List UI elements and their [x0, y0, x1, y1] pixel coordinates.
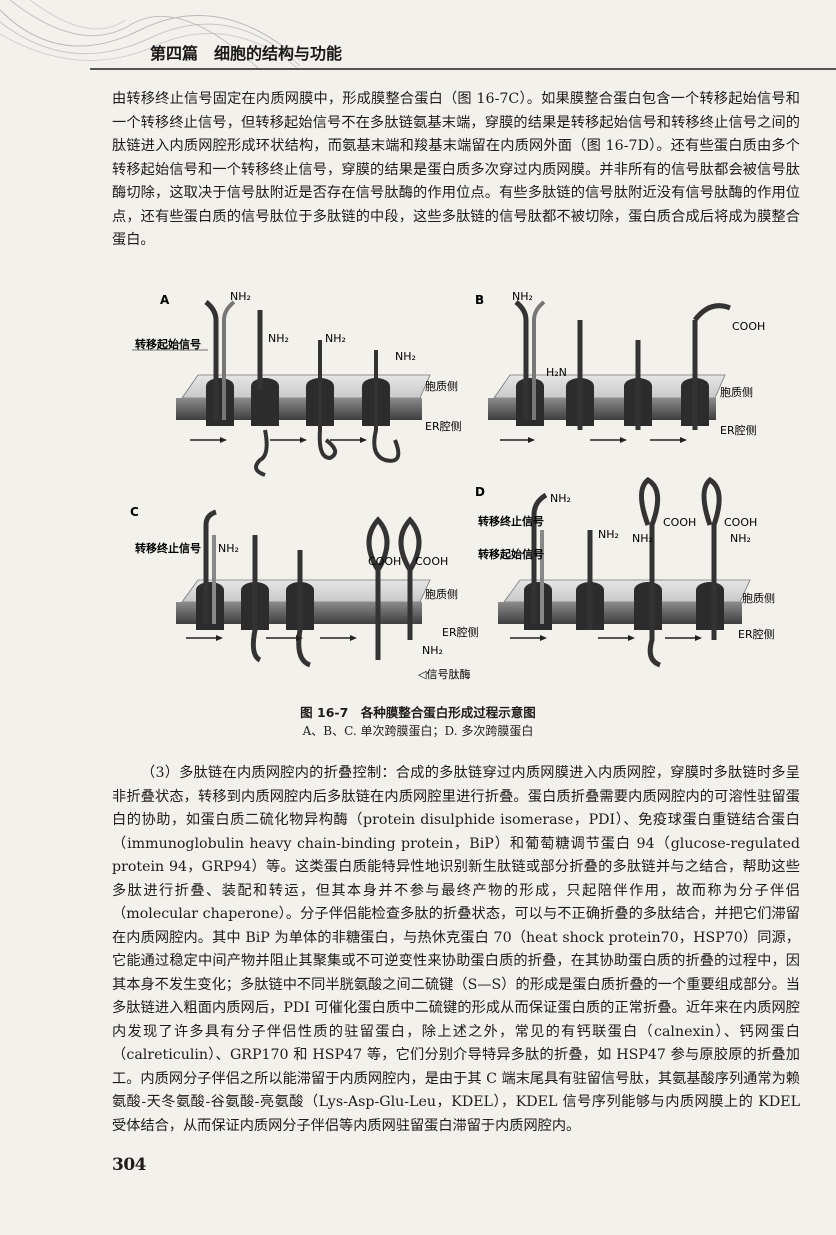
section-title: 第四篇 细胞的结构与功能: [150, 44, 343, 63]
panel-a: A NH₂ NH₂ NH₂ NH₂ 转移起始信号 胞质侧 ER腔侧: [132, 290, 462, 477]
label-signal-peptidase: ◁信号肽酶: [418, 667, 470, 681]
label-er-lumen-c: ER腔侧: [442, 625, 479, 639]
panel-c: C 转移终止信号 NH₂ COOH COOH 胞质侧 ER腔侧 NH₂ ◁信号肽…: [130, 505, 479, 681]
label-cooh-d2: COOH: [724, 516, 757, 529]
figure-caption-subtitle: A、B、C. 单次跨膜蛋白；D. 多次跨膜蛋白: [302, 724, 534, 738]
page-number: 304: [112, 1155, 147, 1175]
label-er-lumen-b: ER腔侧: [720, 423, 757, 437]
label-start-signal-a: 转移起始信号: [135, 337, 201, 351]
figure-16-7: A NH₂ NH₂ NH₂ NH₂ 转移起始信号 胞质侧 ER腔侧 B NH₂ …: [130, 290, 775, 681]
paragraph-1: 由转移终止信号固定在内质网膜中，形成膜整合蛋白（图 16-7C）。如果膜整合蛋白…: [112, 91, 800, 248]
label-er-lumen-d: ER腔侧: [738, 627, 775, 641]
panel-d: D 转移终止信号 转移起始信号 NH₂ NH₂ NH₂ COOH COOH NH…: [475, 476, 775, 668]
label-nh2-a4: NH₂: [395, 350, 416, 363]
figure-caption-title: 图 16-7 各种膜整合蛋白形成过程示意图: [300, 705, 536, 720]
label-nh2-a3: NH₂: [325, 332, 346, 345]
label-cytosol-c: 胞质侧: [425, 588, 458, 601]
label-nh2-d4: NH₂: [730, 532, 751, 545]
label-nh2-d2: NH₂: [598, 528, 619, 541]
panel-b: B NH₂ H₂N COOH 胞质侧 ER腔侧: [475, 290, 765, 443]
panel-label-b: B: [475, 293, 484, 307]
label-nh2-c: NH₂: [218, 542, 239, 555]
label-stop-signal-d: 转移终止信号: [478, 514, 544, 528]
label-cytosol-d: 胞质侧: [742, 592, 775, 605]
label-er-lumen-a: ER腔侧: [425, 419, 462, 433]
paragraph-2: （3）多肽链在内质网腔内的折叠控制：合成的多肽链穿过内质网膜进入内质网腔，穿膜时…: [112, 765, 800, 1134]
header-rule: [90, 68, 836, 70]
label-h2n-b: H₂N: [546, 366, 567, 379]
label-nh2-d1: NH₂: [550, 492, 571, 505]
label-cooh-d1: COOH: [663, 516, 696, 529]
label-cooh-b: COOH: [732, 320, 765, 333]
label-nh2-a1: NH₂: [230, 290, 251, 303]
page-header: 第四篇 细胞的结构与功能: [0, 0, 836, 78]
label-cytosol-a: 胞质侧: [425, 380, 458, 393]
label-cooh-c1: COOH: [368, 555, 401, 568]
panel-label-d: D: [475, 485, 485, 499]
label-cytosol-b: 胞质侧: [720, 386, 753, 399]
panel-label-a: A: [160, 293, 170, 307]
header-decoration: [0, 0, 300, 71]
label-nh2-a2: NH₂: [268, 332, 289, 345]
label-nh2-c2: NH₂: [422, 644, 443, 657]
label-nh2-b: NH₂: [512, 290, 533, 303]
panel-label-c: C: [130, 505, 139, 519]
label-cooh-c2: COOH: [415, 555, 448, 568]
label-nh2-d3: NH₂: [632, 532, 653, 545]
label-stop-signal-c: 转移终止信号: [135, 541, 201, 555]
label-start-signal-d: 转移起始信号: [478, 547, 544, 561]
